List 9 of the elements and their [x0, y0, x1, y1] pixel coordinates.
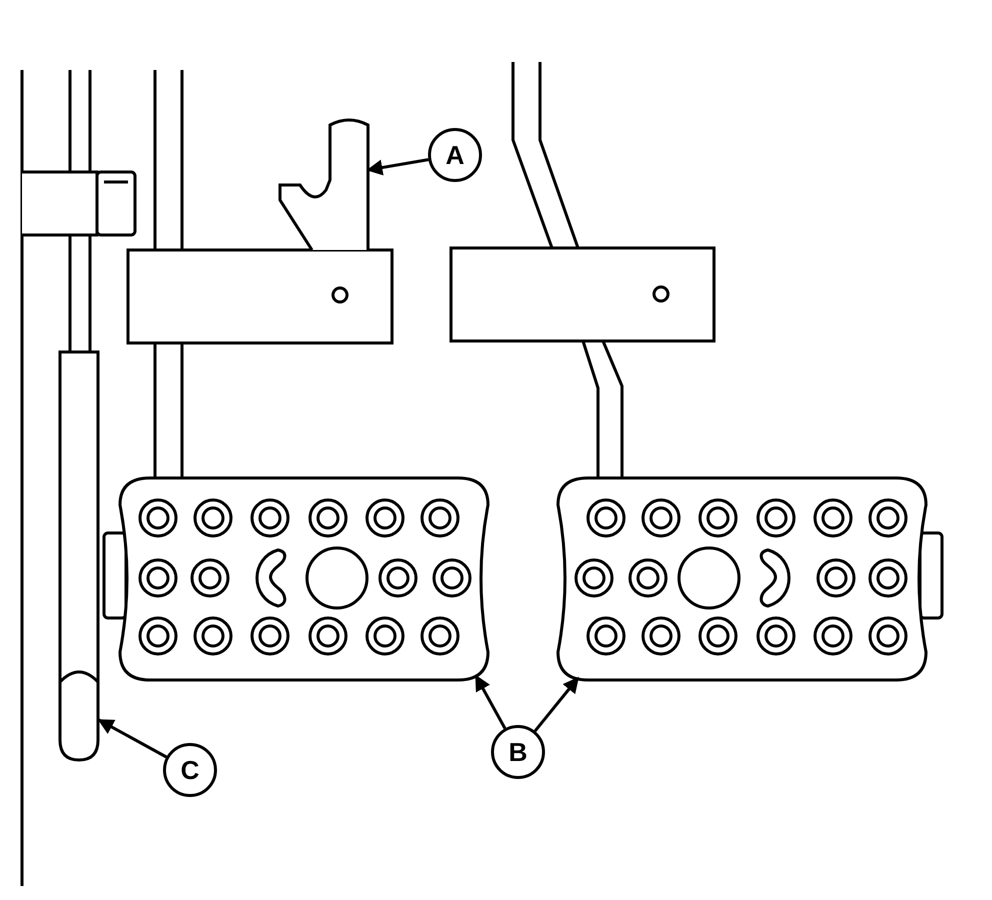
leader-line [98, 718, 168, 758]
latch-drawing [278, 118, 370, 252]
pedal-drawing [556, 476, 944, 682]
callout-letter: C [163, 743, 217, 797]
callout-letter: A [428, 128, 482, 182]
leader-line [534, 676, 580, 732]
callout-letter: B [491, 725, 545, 779]
pedal-drawing [102, 476, 490, 682]
rod-drawing [58, 350, 100, 762]
